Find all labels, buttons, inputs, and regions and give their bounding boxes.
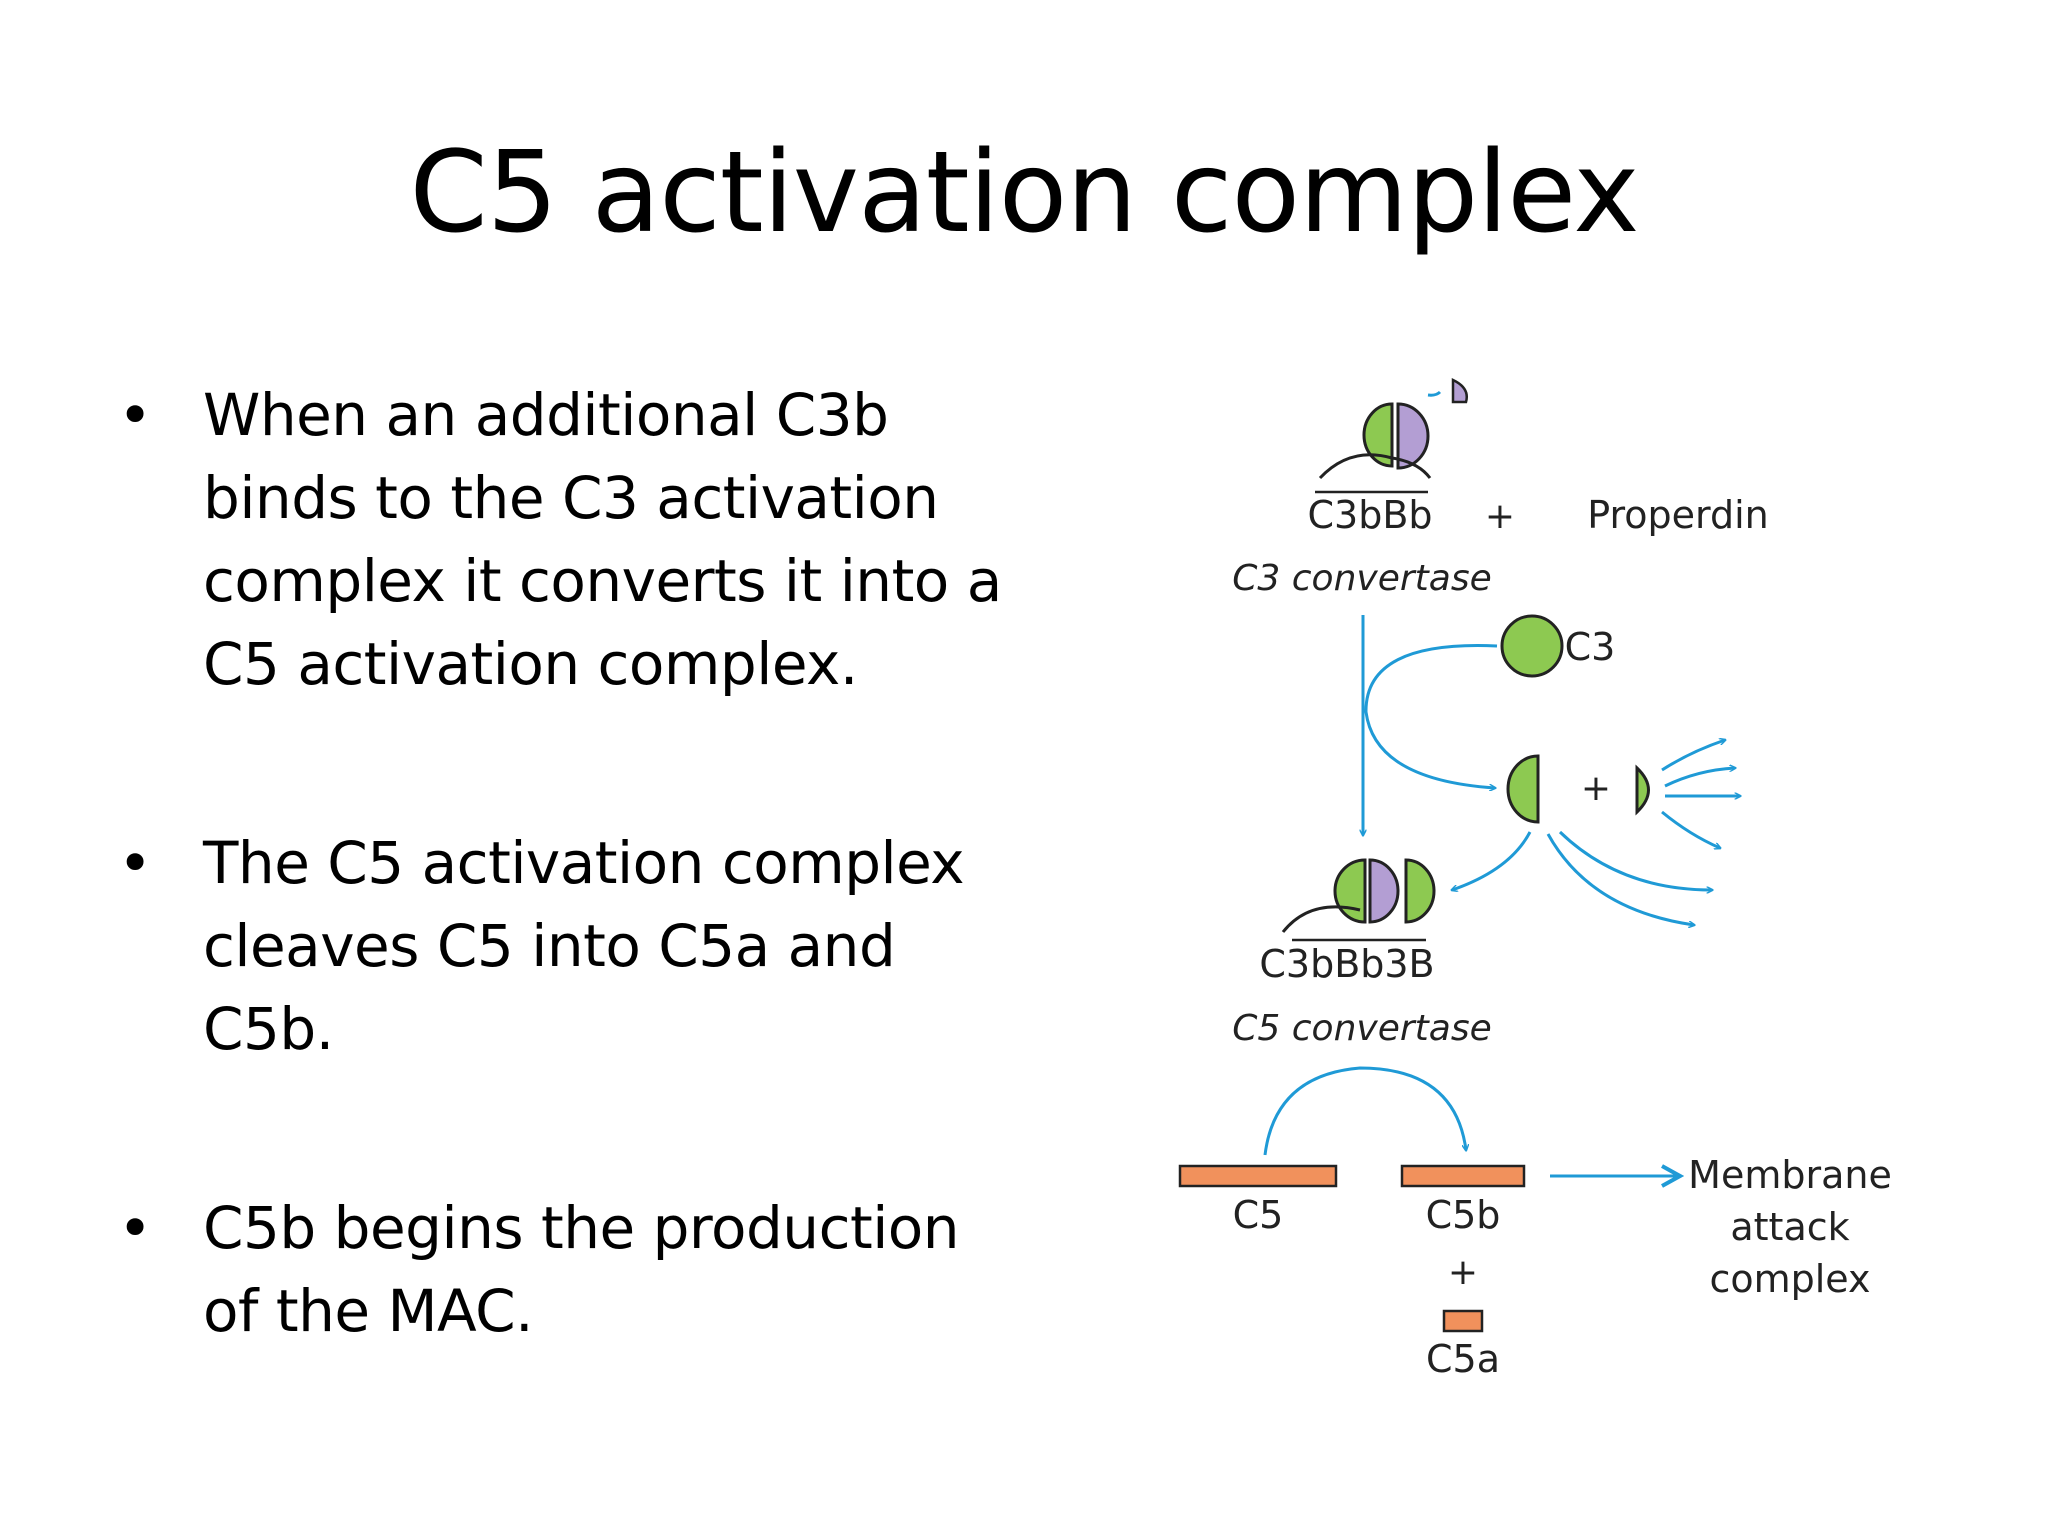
bullet-line: When an additional C3b — [203, 381, 889, 449]
bullet-item: • C5b begins the production of the MAC. — [118, 1187, 998, 1367]
bullet-line: cleaves C5 into C5a and — [203, 912, 896, 980]
bullet-line: The C5 activation complex — [203, 829, 965, 897]
bullet-line: complex it converts it into a — [203, 547, 1002, 615]
c3a-fragment — [1635, 764, 1650, 816]
curved-arrow-icon — [1263, 1066, 1466, 1156]
c5b-bar — [1400, 1164, 1526, 1188]
arrow-icon — [1661, 740, 1725, 772]
bullet-line: C5 activation complex. — [203, 630, 858, 698]
c5b-label: C5b — [1426, 1193, 1501, 1237]
c5-convertase-label: C5 convertase — [1232, 1008, 1491, 1049]
bullet-line: of the MAC. — [203, 1277, 534, 1345]
c5a-label: C5a — [1426, 1337, 1500, 1381]
c3-convertase-label: C3 convertase — [1232, 558, 1491, 599]
arrow-icon — [1546, 833, 1694, 925]
plus-sign: + — [1485, 496, 1515, 537]
c3b-arrows — [1452, 830, 1712, 925]
c5a-bar — [1442, 1309, 1484, 1333]
arrow-icon — [1664, 768, 1735, 788]
properdin-label: Properdin — [1587, 493, 1769, 537]
plus-sign: + — [1448, 1252, 1478, 1293]
bullet-dot: • — [118, 381, 153, 449]
bullet-line: binds to the C3 activation — [203, 464, 939, 532]
arrow-icon — [1452, 831, 1532, 890]
bullet-line: C5b begins the production — [203, 1194, 960, 1262]
c5-label: C5 — [1233, 1193, 1284, 1237]
small-fragment-top — [1427, 378, 1468, 404]
mac-label-line2: attack — [1730, 1205, 1849, 1249]
arrow-icon — [1661, 810, 1720, 848]
bullet-dot: • — [118, 829, 153, 897]
bullet-dot: • — [118, 1194, 153, 1262]
bullet-list: • When an additional C3b binds to the C3… — [0, 0, 1002, 1400]
arrow-icon — [1558, 830, 1712, 890]
scatter-arrows — [1661, 740, 1740, 848]
c3bbb3b-complex — [1281, 858, 1436, 933]
mac-label-line3: complex — [1709, 1257, 1870, 1301]
c3-label: C3 — [1565, 625, 1616, 669]
mac-label-line1: Membrane — [1688, 1153, 1892, 1197]
plus-sign: + — [1581, 768, 1611, 809]
c3b-fragment — [1506, 754, 1540, 824]
bullet-line: C5b. — [203, 995, 334, 1063]
curved-arrow-icon — [1364, 644, 1498, 788]
slide-title: C5 activation complex — [409, 128, 1640, 258]
bullet-item: • When an additional C3b binds to the C3… — [118, 374, 1002, 714]
c3bbb-complex — [1318, 402, 1432, 480]
c5-bar — [1178, 1164, 1338, 1188]
c3bbb-label: C3bBb — [1307, 493, 1432, 537]
bullet-item: • The C5 activation complex cleaves C5 i… — [118, 822, 998, 1082]
c3bbb3b-label: C3bBb3B — [1259, 942, 1434, 986]
c3-circle — [1500, 614, 1564, 678]
